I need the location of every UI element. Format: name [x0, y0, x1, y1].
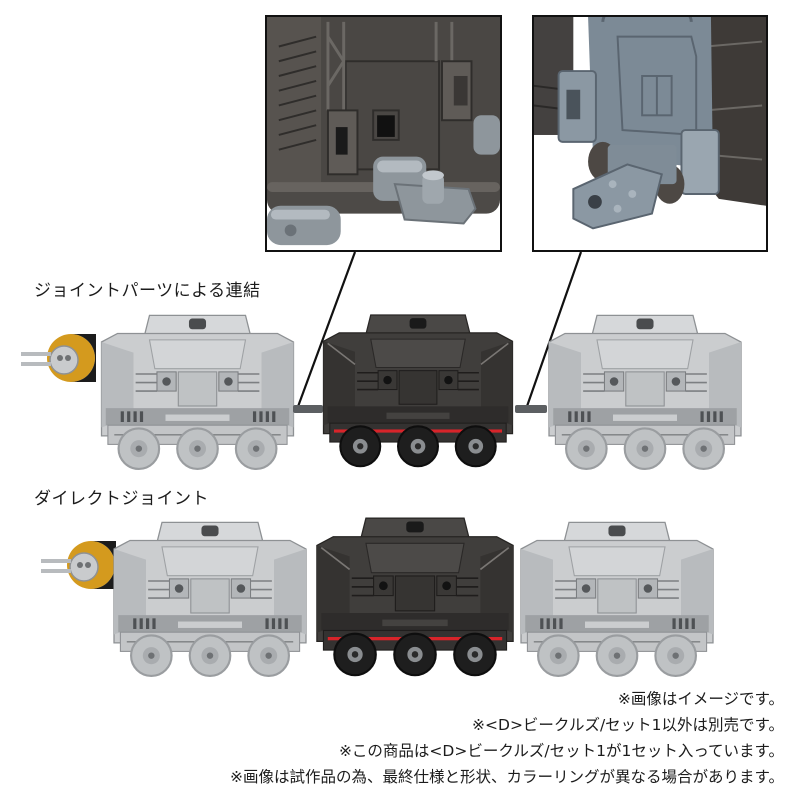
joint-parts-connection-label: ジョイントパーツによる連結 — [34, 281, 261, 301]
joint-part-1 — [293, 405, 323, 413]
train-joint-illustration — [20, 313, 743, 470]
car-grey-front — [112, 521, 308, 677]
train-direct-illustration — [40, 517, 715, 677]
note-prototype-disclaimer: ※画像は試作品の為、最終仕様と形状、カラーリングが異なる場合があります。 — [230, 768, 784, 786]
disclaimer-notes: ※画像はイメージです。 ※<D>ビークルズ/セット1以外は別売です。 ※この商品… — [230, 686, 784, 790]
note-image-only: ※画像はイメージです。 — [617, 690, 784, 708]
cannon-head — [40, 540, 117, 590]
car-black-middle — [322, 313, 514, 468]
train-joint-parts-connection — [0, 305, 800, 475]
car-grey-front — [100, 314, 295, 470]
direct-joint-closeup-illustration — [534, 17, 766, 250]
note-set-contents: ※この商品は<D>ビークルズ/セット1が1セット入っています。 — [338, 742, 784, 760]
note-sold-separately: ※<D>ビークルズ/セット1以外は別売です。 — [472, 716, 784, 734]
direct-joint-label: ダイレクトジョイント — [34, 489, 209, 509]
cannon-head — [20, 333, 97, 383]
joint-parts-closeup-illustration — [267, 17, 500, 250]
car-grey-rear — [519, 521, 715, 677]
car-grey-rear — [547, 314, 743, 470]
joint-parts-closeup-photo — [265, 15, 502, 252]
car-black-middle — [315, 517, 515, 677]
joint-part-2 — [515, 405, 547, 413]
train-direct-joint — [0, 512, 800, 682]
direct-joint-closeup-photo — [532, 15, 768, 252]
